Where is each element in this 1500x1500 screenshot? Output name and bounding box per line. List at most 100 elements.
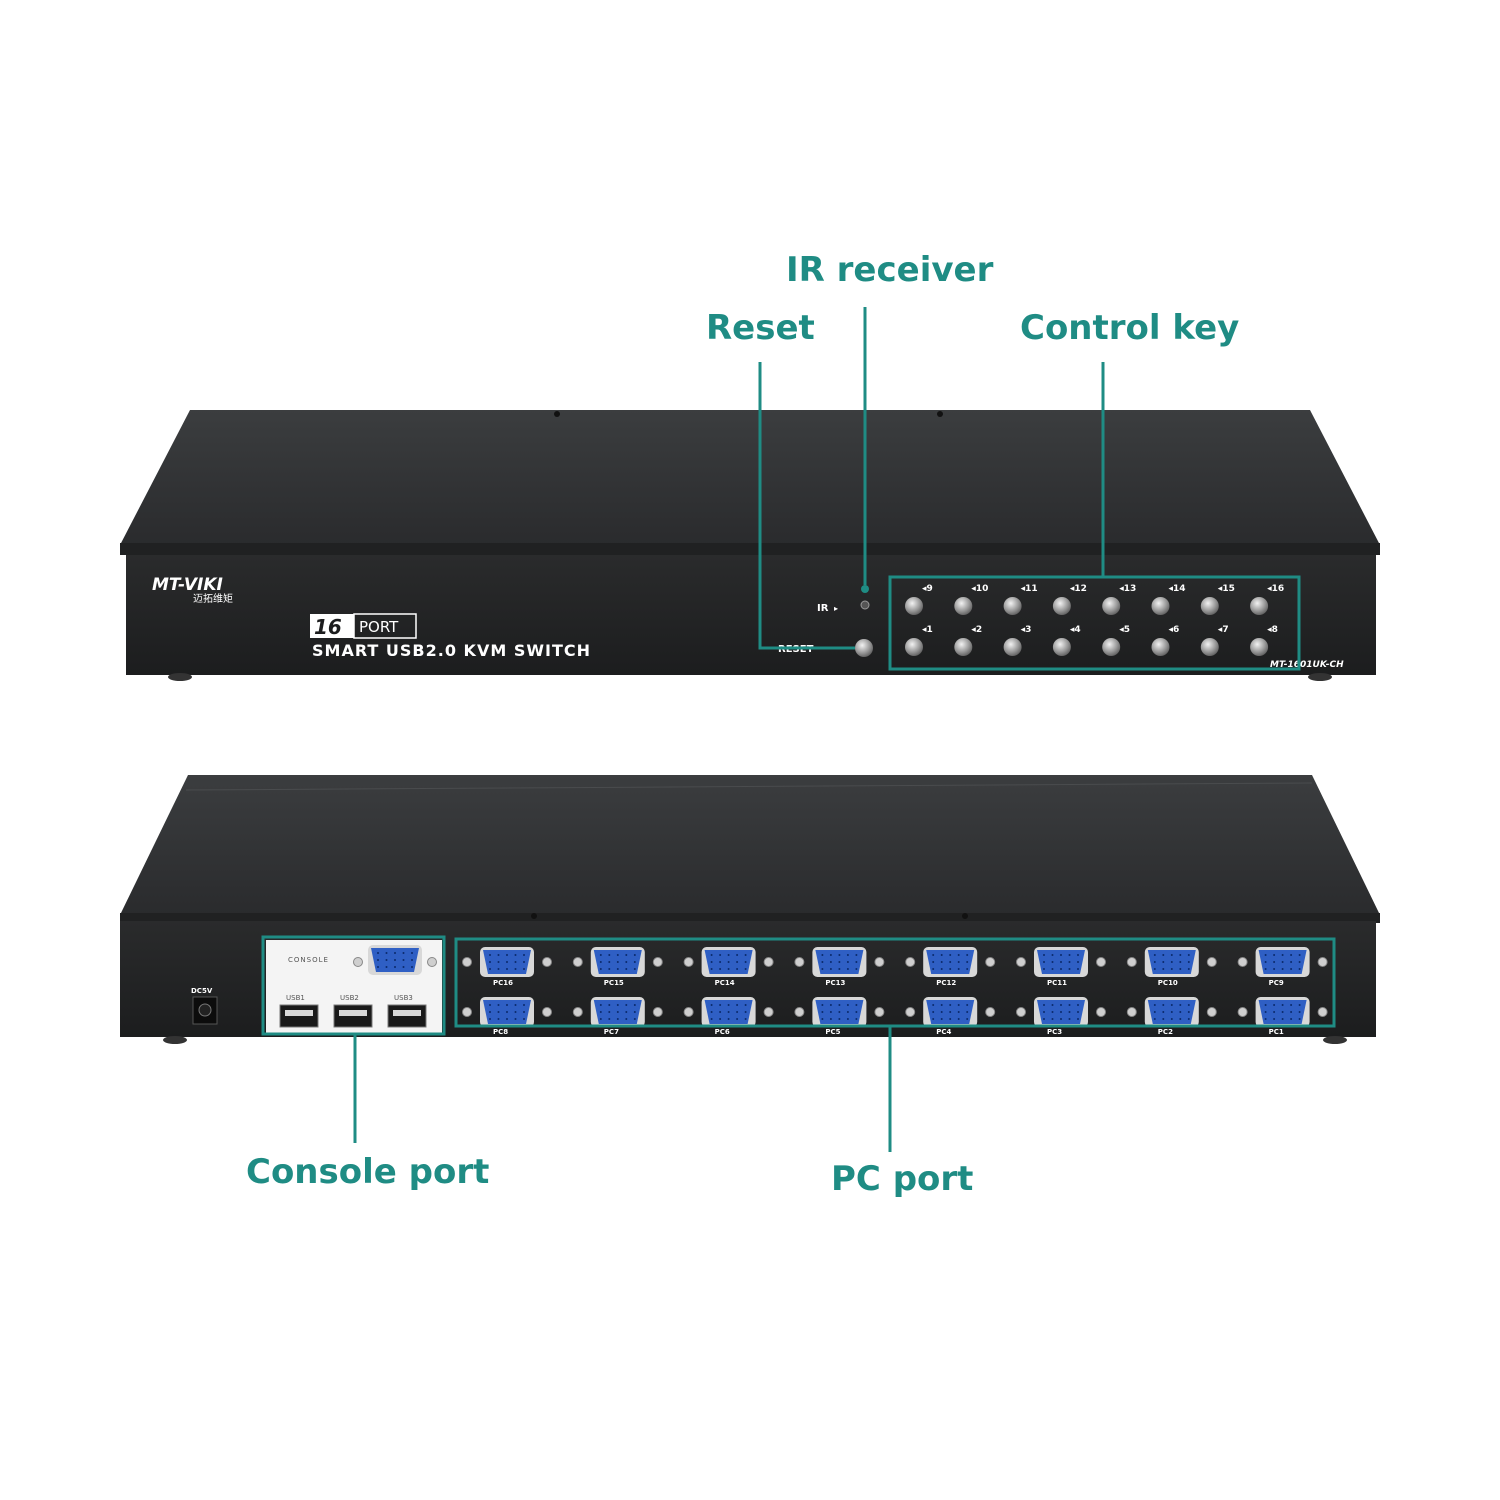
vga-pin xyxy=(957,954,960,956)
pc-port-pc14[interactable]: PC14 xyxy=(683,947,774,987)
control-key-11[interactable]: ◂11 xyxy=(1003,584,1038,615)
control-key-button[interactable] xyxy=(1102,597,1121,615)
pc-vga-connector[interactable] xyxy=(590,997,645,1027)
vga-pin xyxy=(625,1018,628,1020)
vga-pin xyxy=(1051,1004,1054,1006)
pc-port-pc12[interactable]: PC12 xyxy=(905,947,996,987)
pc-port-pc13[interactable]: PC13 xyxy=(794,947,885,987)
vga-pin xyxy=(608,968,611,970)
pc-port-pc4[interactable]: PC4 xyxy=(905,997,996,1036)
control-key-6[interactable]: ◂6 xyxy=(1151,625,1180,656)
control-key-2[interactable]: ◂2 xyxy=(954,625,982,656)
vga-pin xyxy=(1162,1011,1165,1013)
vga-pin xyxy=(744,954,747,956)
pc-port-pc2[interactable]: PC2 xyxy=(1126,997,1217,1036)
vga-pin xyxy=(1179,1018,1182,1020)
pc-vga-connector[interactable] xyxy=(1144,947,1199,977)
screw xyxy=(874,1007,885,1017)
vga-pin xyxy=(523,954,525,956)
control-key-13[interactable]: ◂13 xyxy=(1102,584,1136,615)
pc-vga-connector[interactable] xyxy=(923,997,978,1027)
control-key-3[interactable]: ◂3 xyxy=(1003,625,1032,656)
control-key-button[interactable] xyxy=(1200,638,1219,656)
vga-pin xyxy=(727,1011,730,1013)
pc-vga-connector[interactable] xyxy=(1034,947,1088,977)
brand-logo: MT-VIKI xyxy=(152,575,223,595)
control-key-button[interactable] xyxy=(1151,597,1170,615)
control-key-16[interactable]: ◂16 xyxy=(1250,584,1284,615)
control-key-5[interactable]: ◂5 xyxy=(1102,625,1130,656)
pc-port-pc16[interactable]: PC16 xyxy=(462,947,552,987)
control-key-button[interactable] xyxy=(954,597,973,615)
control-key-button[interactable] xyxy=(1003,638,1022,656)
pc-port-pc9[interactable]: PC9 xyxy=(1237,947,1328,987)
pc-port-pc3[interactable]: PC3 xyxy=(1016,997,1106,1036)
control-key-button[interactable] xyxy=(905,597,923,615)
pc-port-pc15[interactable]: PC15 xyxy=(572,947,663,987)
pc-port-pc7[interactable]: PC7 xyxy=(572,997,663,1036)
pc-vga-connector[interactable] xyxy=(1144,997,1199,1027)
pc-vga-connector[interactable] xyxy=(480,997,534,1027)
pc-vga-connector[interactable] xyxy=(480,947,534,977)
vga-pin xyxy=(506,1004,508,1006)
vga-pin xyxy=(727,1004,730,1006)
control-key-label: ◂9 xyxy=(922,584,933,594)
vga-pin xyxy=(846,961,849,963)
control-key-10[interactable]: ◂10 xyxy=(954,584,988,615)
pc-ports-highlight xyxy=(454,937,1336,1028)
pc-vga-connector[interactable] xyxy=(812,947,867,977)
screw xyxy=(794,957,805,967)
pc-port-pc6[interactable]: PC6 xyxy=(683,997,774,1036)
control-key-button[interactable] xyxy=(1003,597,1022,615)
pc-vga-connector[interactable] xyxy=(1255,997,1310,1027)
control-key-12[interactable]: ◂12 xyxy=(1052,584,1087,615)
pc-port-pc8[interactable]: PC8 xyxy=(462,997,552,1036)
pc-vga-connector[interactable] xyxy=(1034,997,1088,1027)
pc-port-pc1[interactable]: PC1 xyxy=(1237,997,1328,1036)
vga-pin xyxy=(411,952,413,954)
vga-pin xyxy=(838,968,841,970)
vga-pin xyxy=(949,961,952,963)
pc-vga-connector[interactable] xyxy=(923,947,978,977)
vga-pin xyxy=(1290,968,1293,970)
control-key-15[interactable]: ◂15 xyxy=(1200,584,1235,615)
vga-pin xyxy=(523,968,525,970)
pc-port-pc10[interactable]: PC10 xyxy=(1126,947,1217,987)
control-key-1[interactable]: ◂1 xyxy=(905,625,933,656)
pc-vga-connector[interactable] xyxy=(701,947,756,977)
console-label: CONSOLE xyxy=(288,956,329,964)
usb-port-3[interactable]: USB3 xyxy=(387,994,427,1028)
usb-port-2[interactable]: USB2 xyxy=(333,994,373,1028)
pc-vga-connector[interactable] xyxy=(590,947,645,977)
usb-label: USB3 xyxy=(394,994,413,1002)
pc-port-label: PC8 xyxy=(493,1028,508,1036)
port-word: PORT xyxy=(359,618,399,636)
pc-vga-connector[interactable] xyxy=(701,997,756,1027)
usb-port-1[interactable]: USB1 xyxy=(279,994,319,1028)
control-key-button[interactable] xyxy=(1250,597,1269,615)
control-key-button[interactable] xyxy=(1151,638,1170,656)
control-key-14[interactable]: ◂14 xyxy=(1151,584,1186,615)
pc-vga-connector[interactable] xyxy=(812,997,867,1027)
pc-port-pc11[interactable]: PC11 xyxy=(1016,947,1106,987)
control-key-7[interactable]: ◂7 xyxy=(1200,625,1229,656)
vga-pin xyxy=(829,954,832,956)
control-key-button[interactable] xyxy=(954,638,973,656)
screw xyxy=(1126,957,1137,967)
console-vga-port[interactable] xyxy=(353,945,437,975)
vga-pin xyxy=(1077,1011,1079,1013)
control-key-button[interactable] xyxy=(1200,597,1219,615)
reset-button[interactable] xyxy=(855,639,873,657)
control-key-4[interactable]: ◂4 xyxy=(1052,625,1081,656)
pc-vga-connector[interactable] xyxy=(1255,947,1310,977)
control-key-9[interactable]: ◂9 xyxy=(905,584,933,615)
control-key-button[interactable] xyxy=(905,638,923,656)
screw xyxy=(905,1007,916,1017)
control-key-button[interactable] xyxy=(1102,638,1121,656)
console-vga-connector[interactable] xyxy=(368,945,422,975)
control-key-button[interactable] xyxy=(1052,597,1071,615)
control-key-8[interactable]: ◂8 xyxy=(1250,625,1278,656)
control-key-button[interactable] xyxy=(1052,638,1071,656)
control-key-button[interactable] xyxy=(1250,638,1269,656)
pc-port-pc5[interactable]: PC5 xyxy=(794,997,885,1036)
